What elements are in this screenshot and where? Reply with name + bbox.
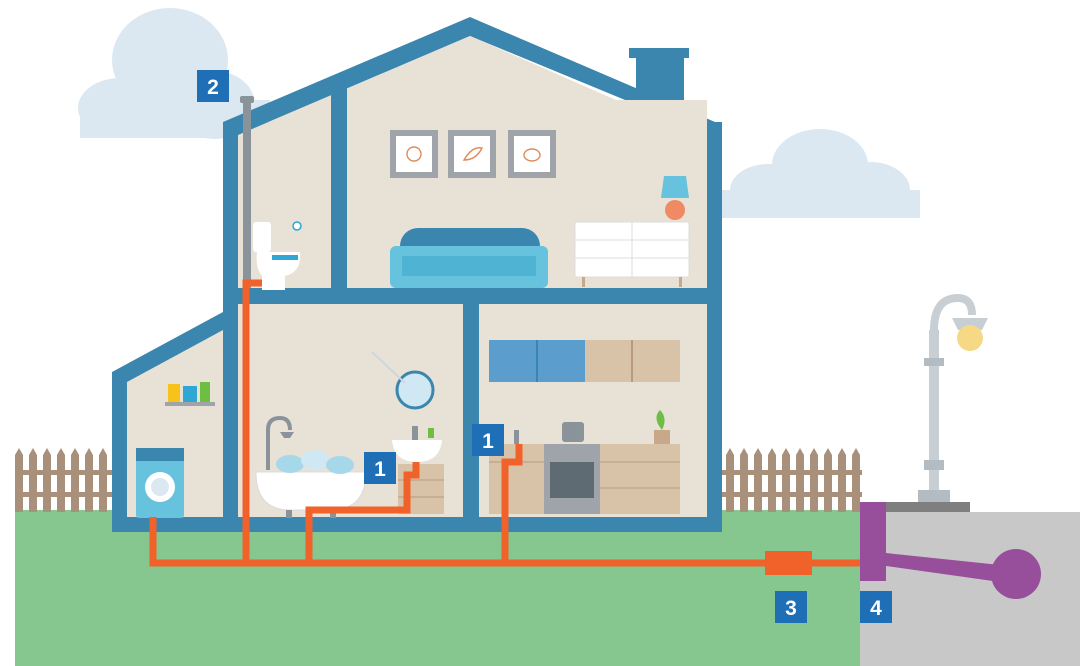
street-lamp: [918, 293, 988, 502]
badge-fixture-bathroom: 1: [364, 452, 396, 484]
toilet: [253, 221, 302, 290]
fence-left: [15, 448, 115, 512]
cloud-left: [78, 8, 270, 139]
bathtub: [255, 450, 367, 518]
stove: [544, 422, 600, 514]
fence-picket: [782, 448, 790, 512]
fence-picket: [43, 448, 51, 512]
svg-text:2: 2: [207, 76, 219, 99]
fence-picket: [15, 448, 23, 512]
laundry-shelf: [165, 382, 215, 406]
wall-pictures: [390, 130, 556, 178]
table-lamp: [661, 176, 689, 220]
fence-picket: [726, 448, 734, 512]
fence-picket: [838, 448, 846, 512]
pavement: [860, 512, 1080, 666]
attic-divider: [331, 84, 347, 294]
svg-text:1: 1: [374, 458, 386, 481]
cloud-right: [722, 129, 920, 218]
fence-right: [722, 448, 862, 512]
fence-picket: [796, 448, 804, 512]
upper-cabinets: [489, 340, 680, 382]
sewer-connection: [860, 502, 1041, 599]
fence-picket: [99, 448, 107, 512]
dresser: [574, 221, 690, 287]
fence-picket: [768, 448, 776, 512]
badge-cleanout: 3: [775, 591, 807, 623]
fence-picket: [740, 448, 748, 512]
curb: [880, 502, 970, 512]
fence-picket: [57, 448, 65, 512]
sofa: [390, 228, 548, 288]
fence-picket: [85, 448, 93, 512]
svg-text:3: 3: [785, 597, 797, 620]
svg-text:4: 4: [870, 597, 882, 620]
fence-picket: [754, 448, 762, 512]
plant: [654, 410, 670, 444]
mirror: [371, 351, 435, 410]
badge-fixture-kitchen: 1: [472, 424, 504, 456]
vent-stack: [243, 100, 251, 288]
fence-picket: [852, 448, 860, 512]
cleanout: [765, 551, 812, 575]
shower: [266, 415, 294, 470]
floor-divider: [223, 288, 722, 304]
fence-picket: [810, 448, 818, 512]
grass: [15, 510, 865, 666]
fence-picket: [29, 448, 37, 512]
fence-picket: [824, 448, 832, 512]
washing-machine: [136, 448, 184, 518]
sink: [392, 426, 442, 462]
fence-picket: [71, 448, 79, 512]
badge-sewer-connection: 4: [860, 591, 892, 623]
badge-vent-stack: 2: [197, 70, 229, 102]
drain-pipes: [149, 279, 860, 567]
svg-text:1: 1: [482, 430, 494, 453]
